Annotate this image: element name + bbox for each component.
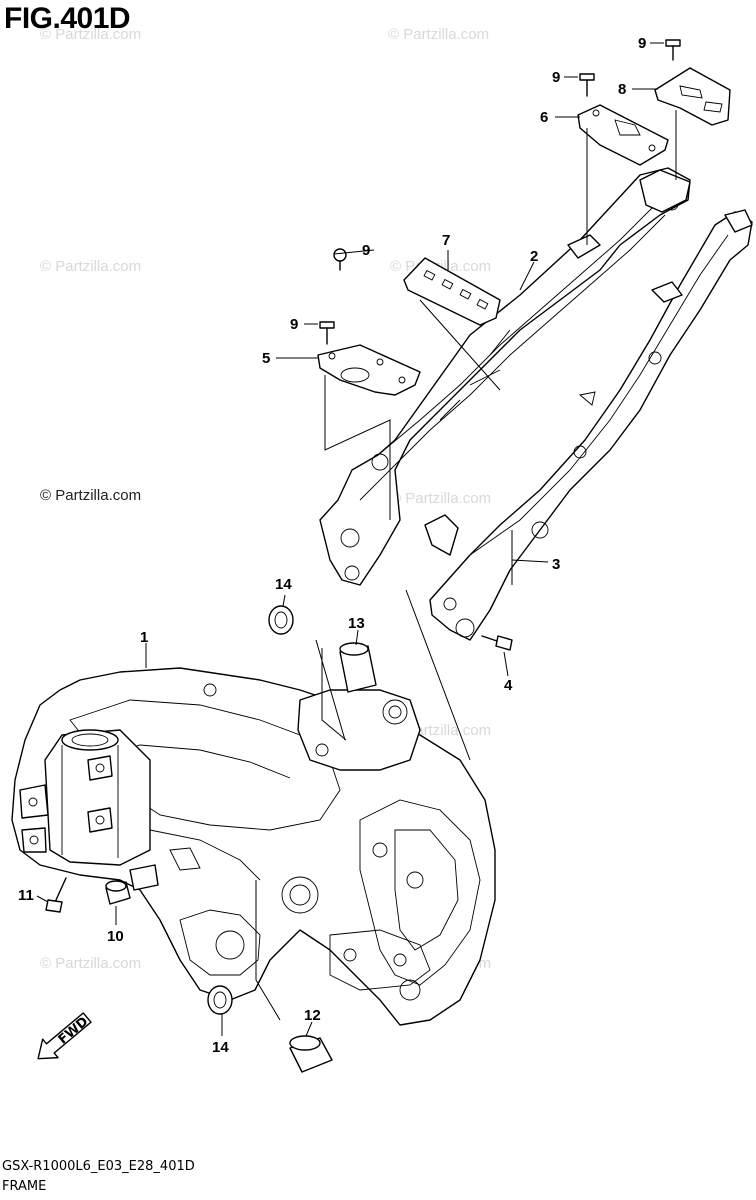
bolt-11 (45, 877, 67, 913)
diagram-name: FRAME (2, 1179, 47, 1194)
seat-rail-upper (319, 167, 691, 586)
leader-lines (36, 42, 677, 1037)
bolt-4 (481, 635, 513, 651)
watermark: © Partzilla.com (40, 955, 142, 972)
callout-7: 7 (442, 232, 451, 249)
callout-14: 14 (212, 1039, 229, 1056)
bracket-6 (577, 104, 669, 166)
bracket-8 (654, 67, 731, 126)
watermark-main: © Partzilla.com (40, 487, 142, 504)
callout-3: 3 (552, 556, 561, 573)
callout-5: 5 (262, 350, 271, 367)
callout-9: 9 (290, 316, 299, 333)
seat-rail-lower (424, 209, 753, 641)
diagram-code: GSX-R1000L6_E03_E28_401D (2, 1159, 195, 1174)
callout-9: 9 (362, 242, 371, 259)
bushing-14 (207, 605, 294, 1015)
collar-10 (105, 880, 131, 905)
callout-13: 13 (348, 615, 365, 632)
fwd-arrow-icon: FWD (37, 1012, 92, 1060)
collar-12 (289, 1035, 333, 1073)
callout-9: 9 (552, 69, 561, 86)
callout-4: 4 (504, 677, 513, 694)
steering-head (19, 729, 159, 891)
callout-8: 8 (618, 81, 627, 98)
callout-11: 11 (18, 887, 34, 904)
bolt-9 (319, 39, 681, 345)
callout-12: 12 (304, 1007, 321, 1024)
figure-title: FIG.401D (4, 2, 131, 35)
callout-1: 1 (140, 629, 149, 646)
callout-2: 2 (530, 248, 539, 265)
engine-mount-boss (297, 689, 421, 771)
watermark: © Partzilla.com (40, 26, 142, 43)
callout-10: 10 (107, 928, 124, 945)
callout-9: 9 (638, 35, 647, 52)
collar-13 (339, 642, 377, 693)
bracket-7 (403, 257, 501, 326)
callout-14: 14 (275, 576, 292, 593)
watermark: © Partzilla.com (390, 490, 492, 507)
bracket-5 (317, 344, 421, 396)
callout-6: 6 (540, 109, 549, 126)
watermark: © Partzilla.com (388, 26, 490, 43)
watermark: © Partzilla.com (40, 258, 142, 275)
